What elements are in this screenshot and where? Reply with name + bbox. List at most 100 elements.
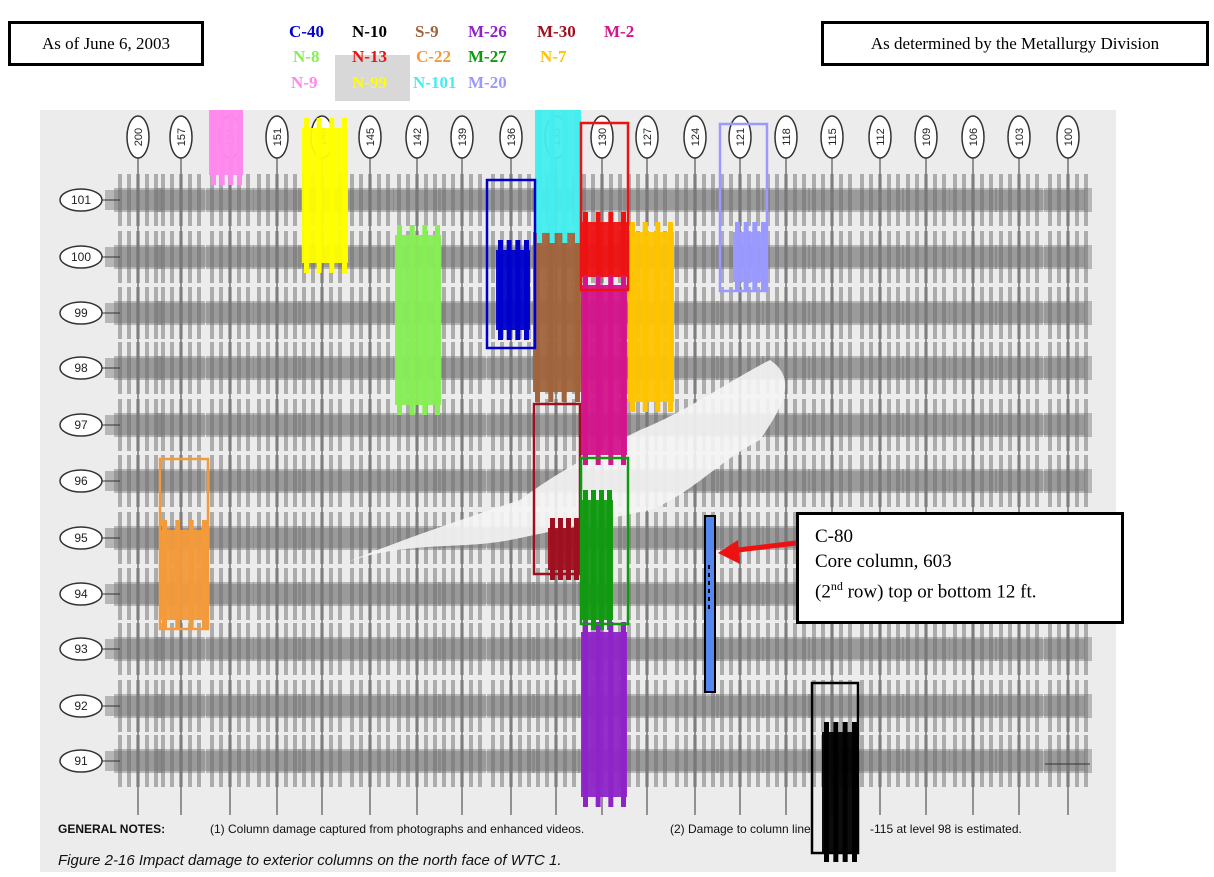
column-stub-96-16-0 [878, 455, 882, 507]
column-stub-101-19-0 [1017, 174, 1021, 226]
column-stub-99-15-2 [848, 287, 852, 339]
column-stub-92-14-0 [784, 680, 788, 732]
column-stub-96-5-1 [377, 455, 381, 507]
column-stub-92-6-0 [415, 680, 419, 732]
c40-outline [485, 178, 537, 350]
column-stub-93-11--2 [627, 623, 631, 675]
column-stub-96-3-0 [275, 455, 279, 507]
column-label-106: 106 [968, 128, 980, 146]
column-stub-101-3-0 [275, 174, 279, 226]
column-stub-94-11--1 [636, 568, 640, 620]
column-stub-91-1--1 [170, 735, 174, 787]
column-stub-97-6--1 [406, 399, 410, 451]
column-stub-100-3--1 [266, 231, 270, 283]
column-stub-97-3-0 [275, 399, 279, 451]
m26-damage-stub-0 [583, 622, 588, 807]
column-stub-101-14-2 [802, 174, 806, 226]
column-stub-91-17--1 [915, 735, 919, 787]
column-stub-97-4-0 [320, 399, 324, 451]
column-stub-96-1--1 [170, 455, 174, 507]
column-stub-99-19--2 [999, 287, 1003, 339]
column-stub-99-18--2 [953, 287, 957, 339]
column-label-151: 151 [272, 128, 284, 146]
column-stub-91-8-2 [527, 735, 531, 787]
column-stub-101-20-0 [1066, 174, 1070, 226]
column-stub-92-0--1 [127, 680, 131, 732]
column-stub-101-8-2 [527, 174, 531, 226]
column-stub-96-18-2 [989, 455, 993, 507]
column-stub-99-2-2 [246, 287, 250, 339]
column-stub-94-7--2 [442, 568, 446, 620]
column-stub-91-16-1 [887, 735, 891, 787]
floor-label-99: 99 [74, 306, 88, 320]
column-stub-101-20-2 [1084, 174, 1088, 226]
column-stub-93-3-1 [284, 623, 288, 675]
column-stub-101-20-1 [1075, 174, 1079, 226]
column-stub-99-4-2 [338, 287, 342, 339]
column-stub-96-3--2 [257, 455, 261, 507]
column-stub-94-2-0 [228, 568, 232, 620]
column-stub-99-5--2 [350, 287, 354, 339]
m20-damage-stub-0 [735, 222, 740, 292]
column-stub-92-14-1 [793, 680, 797, 732]
column-stub-92-13-1 [747, 680, 751, 732]
column-stub-91-6-2 [433, 735, 437, 787]
column-stub-101-15-1 [839, 174, 843, 226]
column-stub-95-5--2 [350, 512, 354, 564]
column-stub-91-14-0 [784, 735, 788, 787]
column-stub-92-12--2 [675, 680, 679, 732]
column-stub-92-18--2 [953, 680, 957, 732]
column-stub-97-11-0 [645, 399, 649, 451]
column-stub-100-14-2 [802, 231, 806, 283]
column-stub-91-13--2 [720, 735, 724, 787]
column-stub-95-5-1 [377, 512, 381, 564]
column-stub-99-13-0 [738, 287, 742, 339]
column-stub-93-5-2 [386, 623, 390, 675]
column-stub-94-11-2 [663, 568, 667, 620]
column-stub-99-4--2 [302, 287, 306, 339]
column-stub-94-4-2 [338, 568, 342, 620]
column-stub-99-0-0 [136, 287, 140, 339]
column-stub-93-19-2 [1035, 623, 1039, 675]
column-stub-97-4--2 [302, 399, 306, 451]
column-stub-97-9--1 [545, 399, 549, 451]
column-stub-99-15--2 [812, 287, 816, 339]
column-stub-93-8-1 [518, 623, 522, 675]
column-stub-91-12-1 [702, 735, 706, 787]
column-stub-99-14-1 [793, 287, 797, 339]
column-stub-91-16--1 [869, 735, 873, 787]
column-stub-97-17-1 [933, 399, 937, 451]
column-stub-97-15-2 [848, 399, 852, 451]
column-stub-101-7--1 [451, 174, 455, 226]
column-stub-101-8-0 [509, 174, 513, 226]
legend-item-m-26: M-26 [468, 22, 507, 41]
column-stub-100-17--2 [906, 231, 910, 283]
column-stub-97-20-1 [1075, 399, 1079, 451]
column-stub-97-17--2 [906, 399, 910, 451]
m2-damage-stub-1 [595, 275, 601, 465]
column-stub-91-2-0 [228, 735, 232, 787]
column-stub-98-3-1 [284, 342, 288, 394]
column-stub-98-0--1 [127, 342, 131, 394]
column-stub-99-2-1 [237, 287, 241, 339]
column-stub-98-2--1 [219, 342, 223, 394]
m2-damage-stub-0 [583, 275, 588, 465]
column-stub-101-13-0 [738, 174, 742, 226]
column-stub-91-17--2 [906, 735, 910, 787]
column-stub-93-19-1 [1026, 623, 1030, 675]
column-stub-98-0-2 [154, 342, 158, 394]
column-stub-92-4-0 [320, 680, 324, 732]
column-stub-96-14--1 [775, 455, 779, 507]
column-stub-100-13--1 [729, 231, 733, 283]
column-label-oval-118 [774, 115, 798, 159]
column-label-130: 130 [597, 128, 609, 146]
column-stub-97-1-2 [197, 399, 201, 451]
column-stub-94-14-1 [793, 568, 797, 620]
column-stub-93-1-1 [188, 623, 192, 675]
column-stub-97-3-2 [293, 399, 297, 451]
column-stub-100-16-2 [896, 231, 900, 283]
column-stub-96-4-2 [338, 455, 342, 507]
column-stub-101-18-2 [989, 174, 993, 226]
column-label-136: 136 [506, 128, 518, 146]
column-stub-93-8--1 [500, 623, 504, 675]
